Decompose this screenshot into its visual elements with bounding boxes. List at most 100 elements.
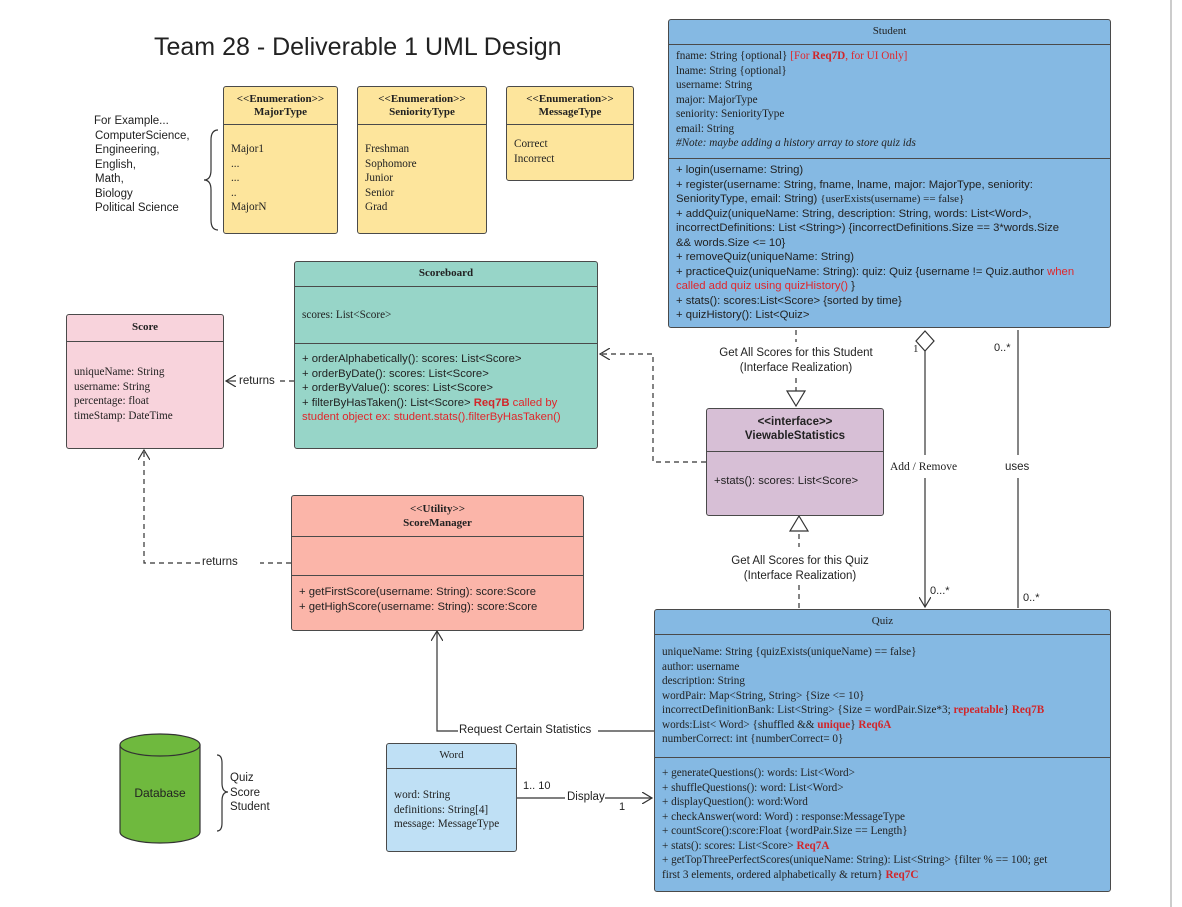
example-heading: For Example...	[94, 115, 169, 127]
multiplicity-label: 0..*	[994, 342, 1011, 354]
class-name: Student	[669, 20, 1110, 45]
scoreboard-class[interactable]: Scoreboard scores: List<Score> + orderAl…	[294, 261, 598, 449]
aggregation-diamond	[915, 330, 935, 352]
score-manager-class[interactable]: <<Utility>> ScoreManager + getFirstScore…	[291, 495, 584, 631]
quiz-attr: description: String	[662, 675, 745, 687]
student-method: + stats(): scores:List<Score> {sorted by…	[676, 294, 902, 307]
page-title: Team 28 - Deliverable 1 UML Design	[154, 33, 562, 61]
quiz-method: + stats(): scores: List<Score> Req7A	[662, 839, 830, 852]
enum-value: Grad	[365, 201, 388, 213]
enum-value: Freshman	[365, 143, 410, 155]
enum-value: Major1	[231, 143, 264, 155]
enum-value: ..	[231, 186, 237, 199]
student-method: called add quiz using quizHistory() }	[676, 280, 855, 292]
message-type-enum[interactable]: <<Enumeration>> MessageType Correct Inco…	[506, 86, 634, 181]
quiz-attr: author: username	[662, 660, 740, 673]
word-attr: definitions: String[4]	[394, 803, 489, 816]
student-attr: email: String	[676, 122, 735, 135]
class-name: Scoreboard	[295, 262, 597, 287]
score-attr: uniqueName: String	[74, 366, 165, 378]
enum-name: MessageType	[538, 106, 602, 118]
example-item: ComputerScience,	[95, 129, 190, 142]
student-attr: username: String	[676, 79, 753, 91]
scoreboard-attr: scores: List<Score>	[302, 309, 392, 321]
database-brace	[216, 754, 229, 832]
student-method: + register(username: String, fname, lnam…	[676, 178, 1033, 191]
quiz-class[interactable]: Quiz uniqueName: String {quizExists(uniq…	[654, 609, 1111, 892]
viewable-statistics-interface[interactable]: <<interface>> ViewableStatistics +stats(…	[706, 408, 884, 516]
request-stats-label: Request Certain Statistics	[459, 724, 592, 736]
student-method: incorrectDefinitions: List <String>) {in…	[676, 222, 1060, 234]
enum-name: SeniorityType	[389, 106, 455, 118]
student-method: + practiceQuiz(uniqueName: String): quiz…	[676, 265, 1075, 278]
score-attr: percentage: float	[74, 395, 149, 407]
student-class[interactable]: Student fname: String {optional} [For Re…	[668, 19, 1111, 328]
student-note: #Note: maybe adding a history array to s…	[676, 137, 916, 149]
database-label: Database	[134, 786, 186, 800]
scoreboard-method: + orderByDate(): scores: List<Score>	[302, 367, 489, 380]
quiz-realization-triangle	[788, 514, 810, 532]
scoreboard-method-note: student object ex: student.stats().filte…	[302, 411, 561, 423]
quiz-method: + shuffleQuestions(): word: List<Word>	[662, 781, 844, 794]
interface-method: +stats(): scores: List<Score>	[714, 475, 859, 487]
enum-value: Junior	[365, 172, 393, 184]
score-attr: username: String	[74, 380, 151, 393]
student-realization-label: Get All Scores for this Student (Interfa…	[719, 347, 873, 374]
request-stats-line	[437, 631, 458, 732]
student-method: + removeQuiz(uniqueName: String)	[676, 251, 855, 263]
quiz-attr: words:List< Word> {shuffled && unique} R…	[662, 718, 892, 731]
student-realization-triangle	[785, 390, 807, 408]
student-attr-fname: fname: String {optional} [For Req7D, for…	[676, 50, 908, 62]
quiz-attr: uniqueName: String {quizExists(uniqueNam…	[662, 646, 917, 658]
enum-stereotype: <<Enumeration>>	[236, 93, 325, 105]
quiz-attr: incorrectDefinitionBank: List<String> {S…	[662, 704, 1045, 716]
major-type-enum[interactable]: <<Enumeration>> MajorType Major1 ... ...…	[223, 86, 338, 234]
enum-value: MajorN	[231, 201, 267, 213]
example-item: Math,	[95, 173, 124, 185]
word-attr: message: MessageType	[394, 818, 500, 830]
quiz-method: + getTopThreePerfectScores(uniqueName: S…	[662, 854, 1048, 866]
student-method: && words.Size <= 10}	[676, 236, 786, 249]
database-item: Score	[230, 786, 261, 799]
student-method: SeniorityType, email: String) {userExist…	[676, 193, 965, 205]
class-name: Word	[387, 744, 516, 769]
quiz-method: + displayQuestion(): word:Word	[662, 796, 808, 808]
student-attr: lname: String {optional}	[676, 64, 787, 77]
database-item: Quiz	[230, 772, 254, 784]
quiz-realization-label: Get All Scores for this Quiz (Interface …	[731, 555, 869, 582]
score-manager-method: + getFirstScore(username: String): score…	[299, 586, 537, 598]
student-method: + quizHistory(): List<Quiz>	[676, 309, 810, 321]
viewable-scoreboard-line	[600, 354, 706, 463]
enum-value: ...	[231, 157, 240, 170]
interface-name: ViewableStatistics	[744, 430, 846, 442]
enum-value: Sophomore	[365, 157, 417, 170]
quiz-method: + generateQuestions(): words: List<Word>	[662, 767, 855, 779]
database-items: Quiz Score Student	[230, 771, 270, 815]
word-attr: word: String	[394, 789, 451, 801]
class-stereotype: <<Utility>>	[409, 503, 465, 515]
multiplicity-label: 0...*	[930, 585, 950, 597]
seniority-type-enum[interactable]: <<Enumeration>> SeniorityType Freshman S…	[357, 86, 487, 234]
multiplicity-label: 1	[913, 343, 919, 355]
example-brace	[203, 129, 219, 231]
enum-value: Senior	[365, 186, 395, 199]
class-name: Score	[67, 315, 223, 342]
score-manager-method: + getHighScore(username: String): score:…	[299, 600, 538, 613]
quiz-attr: numberCorrect: int {numberCorrect= 0}	[662, 733, 844, 745]
class-name: ScoreManager	[403, 517, 472, 529]
multiplicity-label: 0..*	[1023, 592, 1040, 604]
add-remove-label: Add / Remove	[890, 461, 958, 473]
student-attr: major: MajorType	[676, 93, 758, 106]
quiz-method: + countScore():score:Float {wordPair.Siz…	[662, 825, 908, 837]
scoreboard-method: + filterByHasTaken(): List<Score> Req7B …	[302, 396, 558, 409]
database-item: Student	[230, 801, 270, 813]
score-attr: timeStamp: DateTime	[74, 409, 173, 422]
multiplicity-label: 1	[619, 801, 626, 813]
multiplicity-label: 1.. 10	[523, 780, 551, 792]
returns-label: returns	[202, 556, 238, 568]
word-class[interactable]: Word word: String definitions: String[4]…	[386, 743, 517, 852]
score-class[interactable]: Score uniqueName: String username: Strin…	[66, 314, 224, 449]
example-item: Political Science	[95, 202, 179, 214]
display-label: Display	[567, 791, 605, 803]
database-cylinder	[119, 733, 201, 844]
